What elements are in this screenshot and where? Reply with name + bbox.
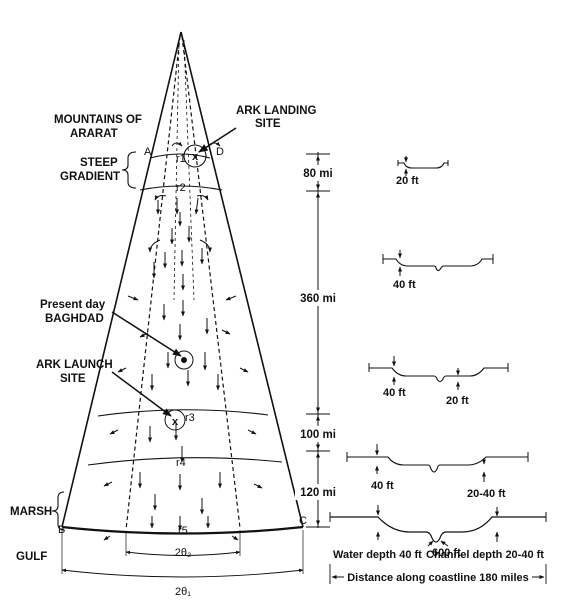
baghdad-label-line2: BAGHDAD [45, 313, 104, 325]
launch-pointer-arrow [111, 371, 172, 417]
svg-text:x: x [172, 416, 179, 428]
section3-depth: 40 ft [383, 387, 406, 399]
theta1-label: 2θ₁ [175, 586, 191, 598]
landing-label-line1: ARK LANDING [236, 105, 317, 117]
steep-label-line2: GRADIENT [60, 171, 120, 183]
section1-depth: 20 ft [396, 175, 419, 187]
channel-right-boundary [181, 35, 241, 529]
section4-depth: 40 ft [371, 480, 394, 492]
arc-r3 [97, 409, 269, 417]
cross-section-2: 40 ft [382, 250, 494, 291]
ark-launch-marker: x [164, 409, 186, 431]
point-b-label: B [58, 524, 65, 536]
r3-label: r3 [185, 412, 195, 424]
coastline-distance-label: Distance along coastline 180 miles [347, 572, 529, 584]
cross-section-3: 40 ft 20 ft [368, 356, 509, 407]
landing-label-line2: SITE [255, 118, 281, 130]
landing-pointer-arrow [198, 127, 237, 153]
mountains-label-line1: MOUNTAINS OF [54, 114, 142, 126]
launch-label-line1: ARK LAUNCH [36, 359, 113, 371]
arc-r5-coastline [61, 525, 304, 535]
cross-section-1: 20 ft [396, 156, 449, 187]
fan-outline [61, 31, 304, 531]
distance-scale: 80 mi 360 mi 100 mi 120 mi [295, 152, 341, 528]
section5-water-depth: Water depth 40 ft [333, 549, 422, 561]
svg-text:x: x [192, 151, 199, 163]
baghdad-pointer-arrow [111, 311, 182, 357]
cross-section-4: 40 ft 20-40 ft [346, 444, 529, 500]
baghdad-label-line1: Present day [40, 299, 106, 311]
r4-label: r4 [176, 457, 186, 469]
distance-120mi: 120 mi [300, 487, 336, 499]
theta2-arc [125, 550, 241, 556]
distance-80mi: 80 mi [303, 168, 332, 180]
flow-arrows [103, 195, 263, 541]
distance-360mi: 360 mi [300, 293, 336, 305]
steep-label-line1: STEEP [80, 157, 118, 169]
r1-label: r1 [176, 153, 186, 165]
steep-gradient-brace [121, 151, 137, 189]
mountains-label-line2: ARARAT [70, 128, 118, 140]
theta2-label: 2θ₂ [175, 547, 192, 559]
section5-channel-depth: Channel depth 20-40 ft [426, 549, 544, 561]
marsh-brace [51, 491, 65, 531]
section2-depth: 40 ft [393, 279, 416, 291]
r5-label: r5 [178, 525, 188, 537]
theta-dimensions [61, 530, 304, 578]
distance-100mi: 100 mi [300, 429, 336, 441]
point-c-label: C [299, 515, 307, 527]
point-a-label: A [144, 146, 152, 158]
arc-r4 [87, 457, 283, 466]
section4-channel: 20-40 ft [467, 488, 506, 500]
baghdad-marker [174, 350, 194, 370]
arc-r2 [139, 185, 223, 191]
launch-label-line2: SITE [60, 373, 86, 385]
marsh-label: MARSH [10, 506, 52, 518]
channel-left-boundary [125, 35, 181, 531]
section5-width: 600 ft [432, 547, 461, 559]
section3-channel: 20 ft [446, 395, 469, 407]
radial-arcs [61, 153, 304, 535]
theta1-arc [61, 568, 304, 578]
gulf-label: GULF [16, 551, 47, 563]
cross-section-5: 600 ft Water depth 40 ft Channel depth 2… [329, 505, 547, 584]
r2-label: r2 [176, 182, 186, 194]
point-d-label: D [216, 146, 224, 158]
